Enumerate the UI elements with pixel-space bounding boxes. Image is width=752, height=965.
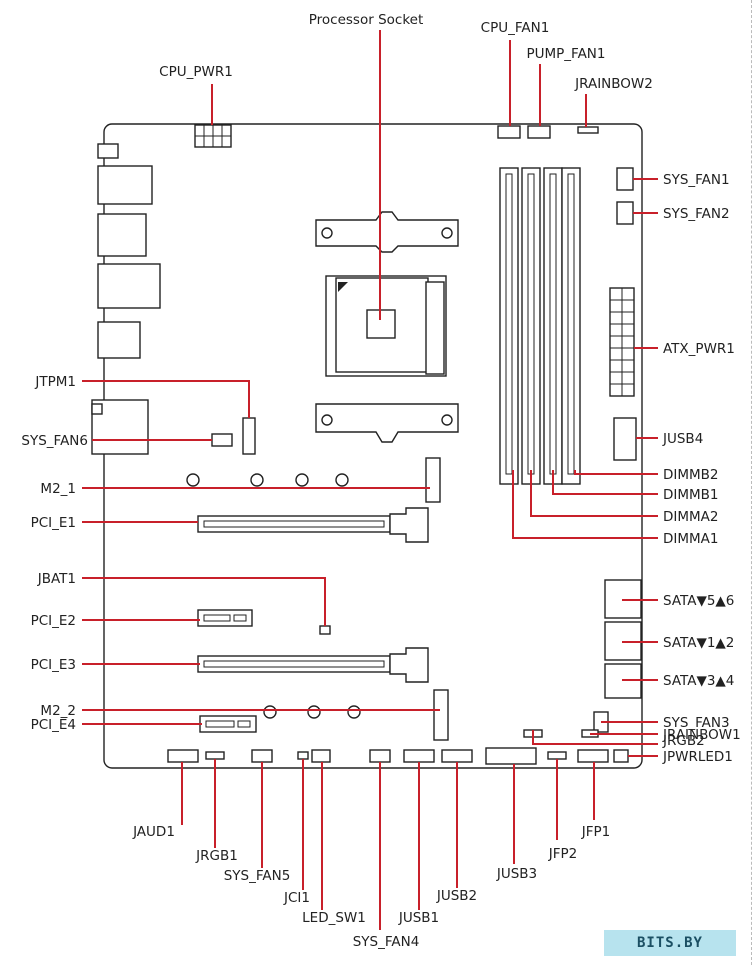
label-sata56: SATA▼5▲6 xyxy=(663,593,734,609)
label-jusb3: JUSB3 xyxy=(496,866,537,882)
label-m2-1: M2_1 xyxy=(40,481,76,497)
jpwrled1-header xyxy=(613,749,629,763)
pci-e2-slot xyxy=(197,609,253,627)
sys-fan6-header xyxy=(211,433,233,447)
label-jfp2: JFP2 xyxy=(548,846,577,862)
label-sys-fan6: SYS_FAN6 xyxy=(21,433,88,449)
jrainbow2-header xyxy=(577,126,599,134)
label-jusb2: JUSB2 xyxy=(436,888,477,904)
pump-fan1-header xyxy=(527,125,551,139)
label-sys-fan5: SYS_FAN5 xyxy=(224,868,291,884)
label-jrainbow2: JRAINBOW2 xyxy=(574,76,653,92)
m2-1-slot xyxy=(425,457,441,503)
label-led-sw1: LED_SW1 xyxy=(302,910,366,926)
cpu-pwr1-connector xyxy=(194,124,232,148)
processor-socket xyxy=(315,211,459,443)
label-jbat1: JBAT1 xyxy=(37,571,76,587)
label-jrgb2: JRGB2 xyxy=(662,733,705,749)
sys-fan4-header xyxy=(369,749,391,763)
label-cpu-pwr1: CPU_PWR1 xyxy=(159,64,233,80)
jci1-header xyxy=(297,751,309,760)
pci-e4-slot xyxy=(199,715,257,733)
label-pci-e3: PCI_E3 xyxy=(31,657,76,673)
pci-e3-slot xyxy=(197,647,429,683)
jtpm1-header xyxy=(242,417,256,455)
label-cpu-fan1: CPU_FAN1 xyxy=(481,20,550,36)
pci-e1-slot xyxy=(197,507,429,543)
label-pump-fan1: PUMP_FAN1 xyxy=(526,46,605,62)
rear-io-block xyxy=(91,143,161,455)
jrgb1-header xyxy=(205,751,225,760)
label-dimma1: DIMMA1 xyxy=(663,531,719,547)
leader-lines xyxy=(82,30,658,930)
jusb1-header xyxy=(403,749,435,763)
label-jtpm1: JTPM1 xyxy=(34,374,76,390)
label-sys-fan1: SYS_FAN1 xyxy=(663,172,730,188)
sys-fan1-header xyxy=(616,167,634,191)
label-processor-socket: Processor Socket xyxy=(309,12,424,28)
label-sys-fan3: SYS_FAN3 xyxy=(663,715,730,731)
jusb4-connector xyxy=(613,417,637,461)
label-sata12: SATA▼1▲2 xyxy=(663,635,734,651)
sys-fan2-header xyxy=(616,201,634,225)
jfp2-header xyxy=(547,751,567,760)
m2-2-slot xyxy=(433,689,449,741)
label-dimma2: DIMMA2 xyxy=(663,509,719,525)
label-sys-fan4: SYS_FAN4 xyxy=(353,934,420,950)
label-jpwrled1: JPWRLED1 xyxy=(662,749,733,765)
label-pci-e4: PCI_E4 xyxy=(31,717,76,733)
label-dimmb1: DIMMB1 xyxy=(663,487,719,503)
sys-fan5-header xyxy=(251,749,273,763)
m2-standoffs-top xyxy=(186,473,349,487)
jaud1-header xyxy=(167,749,199,763)
jusb2-header xyxy=(441,749,473,763)
label-jfp1: JFP1 xyxy=(581,824,610,840)
label-jrgb1: JRGB1 xyxy=(195,848,238,864)
label-m2-2: M2_2 xyxy=(40,703,76,719)
atx-pwr1-connector xyxy=(609,287,635,397)
label-jusb1: JUSB1 xyxy=(398,910,439,926)
label-atx-pwr1: ATX_PWR1 xyxy=(663,341,735,357)
label-sata34: SATA▼3▲4 xyxy=(663,673,734,689)
jusb3-connector xyxy=(485,747,537,765)
jbat1-header xyxy=(319,625,331,635)
label-dimmb2: DIMMB2 xyxy=(663,467,719,483)
led-sw1-switch xyxy=(311,749,331,763)
label-pci-e1: PCI_E1 xyxy=(31,515,76,531)
label-sys-fan2: SYS_FAN2 xyxy=(663,206,730,222)
label-jrainbow1: JRAINBOW1 xyxy=(662,727,741,743)
jfp1-header xyxy=(577,749,609,763)
cpu-fan1-header xyxy=(497,125,521,139)
label-pci-e2: PCI_E2 xyxy=(31,613,76,629)
label-jusb4: JUSB4 xyxy=(662,431,703,447)
label-jci1: JCI1 xyxy=(283,890,310,906)
dimm-slots xyxy=(499,167,581,485)
watermark-logo: BITS.BY xyxy=(604,930,736,956)
label-jaud1: JAUD1 xyxy=(132,824,175,840)
